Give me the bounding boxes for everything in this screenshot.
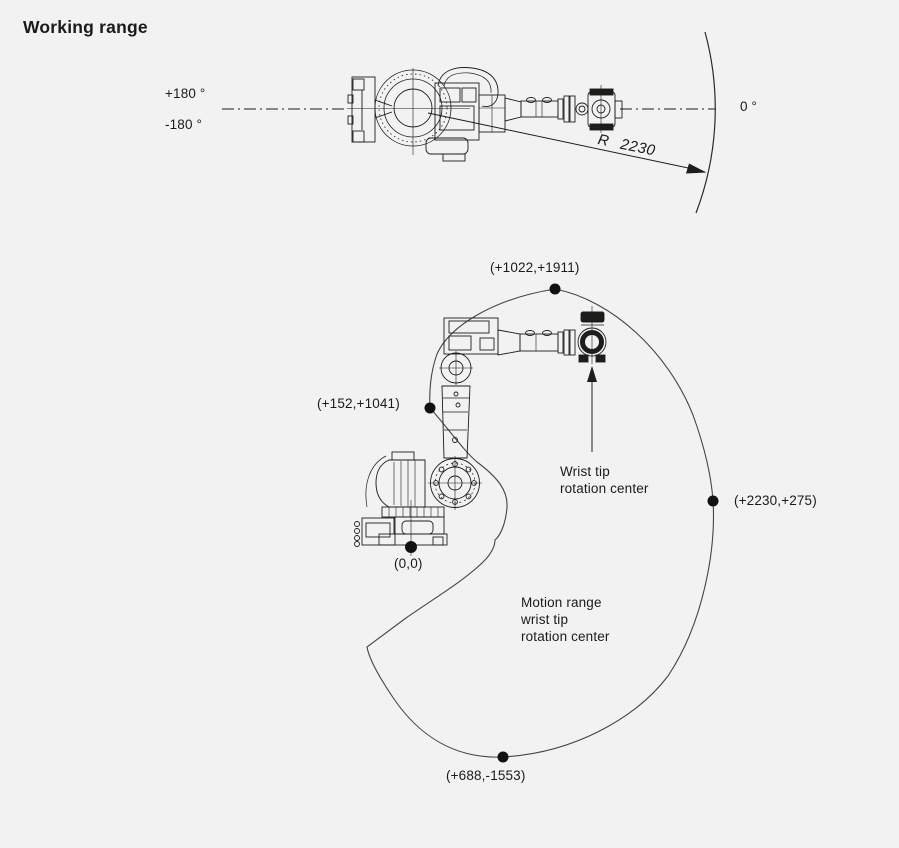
motion-range-caption-line1: Motion range (521, 595, 602, 610)
plus-180-label: +180 ° (165, 86, 206, 101)
side-view (354, 283, 719, 763)
motion-range-caption-line2: wrist tip (521, 612, 569, 627)
point-marker-bottom (497, 751, 509, 763)
top-view (222, 31, 716, 214)
point-marker-upper (549, 283, 561, 295)
wrist-pointer-arrow (587, 366, 597, 452)
point-marker-left (424, 402, 436, 414)
page-title: Working range (23, 17, 148, 37)
working-range-arc (695, 31, 716, 214)
point-marker-origin (405, 541, 417, 553)
coordinate-label-bottom: (+688,-1553) (446, 768, 526, 783)
radius-leader-line (427, 112, 701, 171)
coordinate-label-left: (+152,+1041) (317, 396, 400, 411)
point-marker-right (707, 495, 719, 507)
coordinate-label-upper: (+1022,+1911) (490, 260, 580, 275)
radius-arrowhead (686, 163, 707, 174)
wrist-tip-caption-line2: rotation center (560, 481, 649, 496)
motion-envelope-curve (366, 288, 714, 758)
top-view-robot (347, 67, 623, 162)
wrist-tip-caption: Wrist tip rotation center (560, 463, 649, 497)
motion-range-caption-line3: rotation center (521, 629, 610, 644)
side-view-robot (354, 306, 607, 556)
zero-degree-label: 0 ° (740, 99, 758, 114)
wrist-tip-caption-line1: Wrist tip (560, 464, 610, 479)
coordinate-label-right: (+2230,+275) (734, 493, 817, 508)
motion-range-caption: Motion range wrist tip rotation center (521, 594, 610, 645)
coordinate-label-origin: (0,0) (394, 556, 423, 571)
minus-180-label: -180 ° (165, 117, 203, 132)
